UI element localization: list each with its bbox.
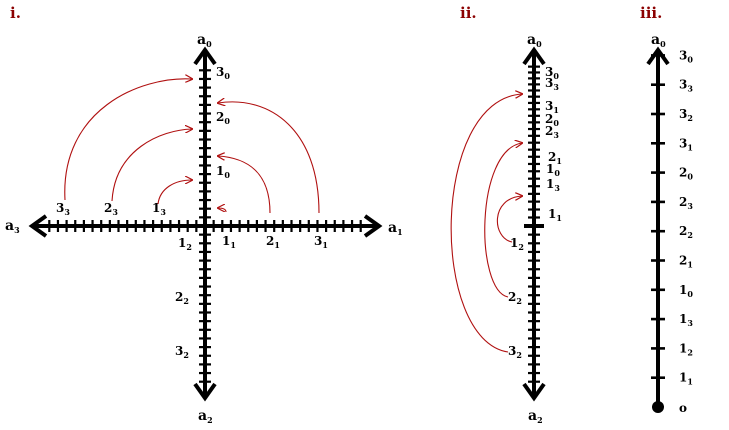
panel-ii-label: ii. [460, 4, 477, 22]
panel-i-arrowhead-up [193, 46, 217, 66]
panel-i-label-down-3: 32 [175, 344, 189, 360]
panel-iii-tick-label: 23 [679, 195, 693, 211]
panel-ii-folded-axis: a0 a2 11 13 10 21 23 20 31 33 30 12 22 3… [450, 32, 562, 425]
panel-ii-arc-2 [484, 143, 522, 298]
panel-ii-label-2-2: 22 [508, 290, 522, 306]
panel-i-arrowhead-down [193, 382, 217, 402]
panel-ii-label-1-0: 10 [546, 162, 560, 178]
panel-iii-tick-label: 11 [679, 371, 693, 387]
panel-i-label-right-2: 21 [266, 234, 280, 250]
panel-iii-tick-label: 12 [679, 341, 693, 357]
panel-i-label-up-1: 10 [216, 164, 230, 180]
panel-iii-tick-label: 13 [679, 312, 693, 328]
panel-i-label-left-2: 23 [104, 201, 118, 217]
panel-i-label-left-3: 33 [56, 201, 70, 217]
panel-i-arc-left-2 [111, 129, 192, 202]
panel-ii-left-labels: 12 22 32 [508, 236, 524, 360]
panel-iii-ray: a0 o 11 12 13 10 21 22 23 20 31 32 33 30 [646, 32, 693, 415]
panel-iii-tick-label: 20 [679, 166, 693, 182]
panel-i-label-down-1: 12 [178, 236, 192, 252]
panel-i-arc-right-2 [218, 156, 271, 214]
panel-i-axis-a2: a2 [198, 408, 213, 425]
panel-i-axis-a0: a0 [197, 32, 212, 49]
panel-iii-tick-label: 32 [679, 107, 693, 123]
panel-iii-tick-label: 21 [679, 254, 693, 270]
panel-i-label-up-2: 20 [216, 110, 230, 126]
panel-ii-arrowhead-up [522, 46, 546, 66]
panel-i-label: i. [10, 4, 21, 22]
panel-ii-axis-a0: a0 [527, 32, 542, 49]
panel-ii-ticks [528, 65, 540, 383]
panel-i-label-down-2: 22 [175, 290, 189, 306]
panel-ii-right-labels: 11 13 10 21 23 20 31 33 30 [545, 65, 562, 223]
panel-ii-arc-1 [496, 196, 522, 243]
panel-i-axis-a3: a3 [5, 218, 20, 235]
panel-iii-tick-label: 33 [679, 78, 693, 94]
panel-i-arc-left-1 [157, 180, 192, 205]
panel-ii-arc-3 [450, 94, 522, 353]
panel-i-ticks [48, 69, 362, 383]
panel-i-cross-axes: a0 a2 a3 a1 10 20 30 11 21 31 12 22 32 1… [5, 32, 403, 425]
panel-iii-origin-dot [652, 401, 664, 413]
panel-ii-axis-a2: a2 [528, 408, 543, 425]
panel-ii-label-3-2: 32 [508, 344, 522, 360]
panel-iii-axis-a0: a0 [651, 32, 666, 49]
panel-i-arc-left-3 [64, 79, 192, 201]
panel-ii-label-2-1: 21 [548, 150, 562, 166]
panel-i-axis-a1: a1 [388, 220, 403, 237]
panel-iii-labels: 11 12 13 10 21 22 23 20 31 32 33 30 [679, 48, 693, 386]
panel-i-arrowhead-left [28, 214, 48, 238]
panel-ii-label-3-1: 31 [545, 99, 559, 115]
panel-i-label-left-1: 13 [152, 201, 166, 217]
panel-iii-ticks [651, 54, 665, 380]
panel-i-label-up-3: 30 [216, 65, 230, 81]
panel-i-arrowhead-right [363, 214, 383, 238]
panel-iii-tick-label: 31 [679, 136, 693, 152]
panel-i-arc-right-3 [218, 102, 320, 214]
panel-i-arc-right-1 [218, 208, 227, 213]
panel-ii-label-2-3: 23 [545, 124, 559, 140]
panel-ii-label-3-0: 30 [545, 65, 559, 81]
panel-ii-label-1-2: 12 [510, 236, 524, 252]
panel-ii-label-1-3: 13 [546, 177, 560, 193]
panel-iii-label: iii. [640, 4, 662, 22]
panel-iii-tick-label: 30 [679, 48, 693, 64]
panel-ii-label-2-0: 20 [545, 112, 559, 128]
panel-iii-tick-label: 22 [679, 224, 693, 240]
panel-i-label-right-1: 11 [222, 234, 236, 250]
panel-iii-origin-label: o [679, 401, 687, 415]
panel-ii-label-1-1: 11 [548, 207, 562, 223]
panel-iii-arrowhead-up [646, 46, 670, 66]
panel-i-label-right-3: 31 [314, 234, 328, 250]
panel-ii-arrowhead-down [522, 382, 546, 402]
panel-ii-label-3-3: 33 [545, 76, 559, 92]
panel-iii-tick-label: 10 [679, 283, 693, 299]
